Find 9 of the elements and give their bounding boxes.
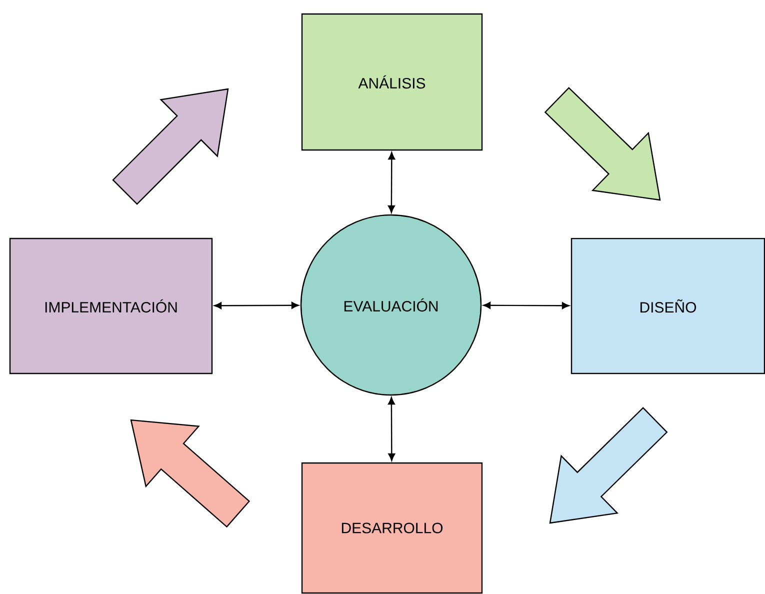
process-box: DESARROLLO [301, 462, 483, 594]
process-box: IMPLEMENTACIÓN [9, 238, 213, 374]
arrow [483, 302, 570, 310]
arrow [214, 302, 299, 310]
block-arrow [112, 88, 229, 205]
arrow [388, 397, 396, 461]
arrow [388, 152, 396, 213]
process-box: ANÁLISIS [301, 13, 483, 151]
process-box: DISEÑO [570, 238, 765, 374]
